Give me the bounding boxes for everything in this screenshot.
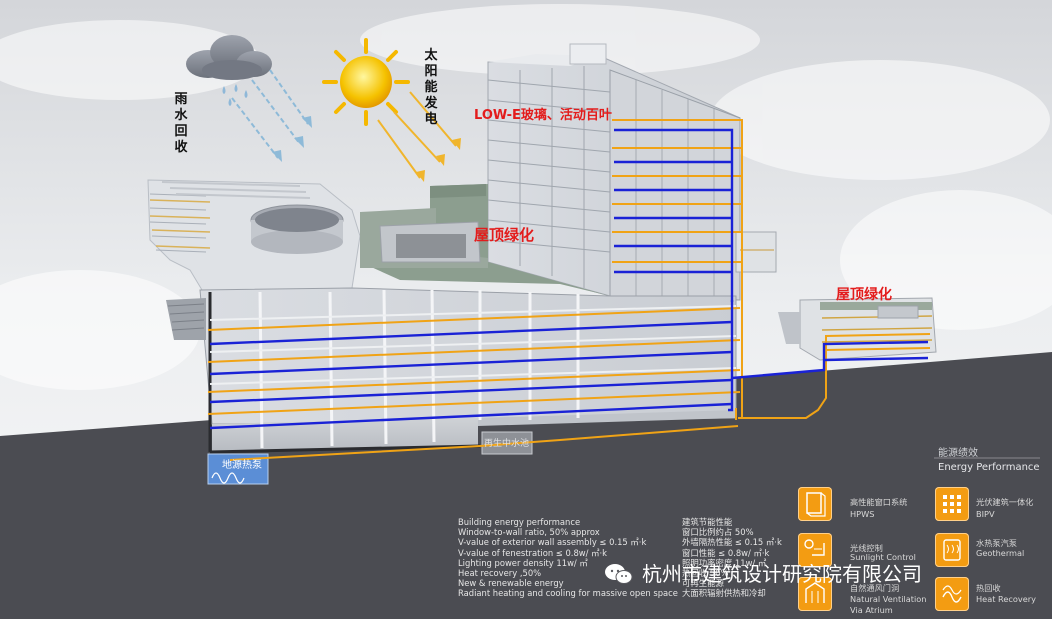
podium-section — [166, 287, 737, 454]
perf-cn-line: 照明功率密度 11w/ ㎡ — [682, 557, 767, 568]
feature-hpws-cn: 高性能窗口系统 — [850, 497, 908, 507]
pipes-blue — [209, 128, 929, 430]
perf-cn-line: 外墙隔热性能 ≤ 0.15 ㎡·k — [682, 537, 782, 548]
performance-list-en: Building energy performance Window-to-wa… — [458, 517, 678, 599]
feature-ventilation-en2: Via Atrium — [850, 605, 893, 615]
roof-greening-pavilion-label: 屋顶绿化 — [836, 287, 892, 303]
recycled-water-pool-label: 再生中水池 — [484, 439, 530, 449]
feature-bipv-en: BIPV — [976, 509, 995, 519]
feature-geothermal-cn: 水热泵汽泵 — [976, 538, 1017, 548]
ground-source-pump-label: 地源热泵 — [222, 460, 262, 471]
window-icon — [798, 487, 832, 521]
perf-cn-line: 建筑节能性能 — [682, 517, 733, 527]
feature-sunlight-cn: 光线控制 — [850, 543, 883, 553]
office-tower — [487, 43, 777, 301]
perf-cn-line: 热回收 50% — [682, 568, 729, 579]
perf-cn-line: 窗口比例约占 50% — [682, 527, 754, 538]
rain-cloud-icon — [186, 35, 272, 106]
energy-title-cn: 能源绩效 — [938, 448, 978, 459]
perf-cn-line: 大面积辐射供热和冷却 — [682, 588, 766, 599]
heat-recovery-icon — [935, 577, 969, 611]
perf-cn-line: 可再生能源 — [682, 578, 724, 589]
geothermal-icon — [935, 533, 969, 567]
clouds — [0, 4, 1052, 390]
perf-en-line: Heat recovery ,50% — [458, 568, 542, 579]
solar-power-label: 太阳能发电 — [424, 48, 438, 127]
perf-en-line: Window-to-wall ratio, 50% approx — [458, 527, 600, 538]
roof-greening-main-label: 屋顶绿化 — [474, 226, 535, 244]
pv-grid-icon — [935, 487, 969, 521]
feature-heat-recovery-en: Heat Recovery — [976, 594, 1036, 604]
performance-list-cn: 建筑节能性能 窗口比例约占 50% 外墙隔热性能 ≤ 0.15 ㎡·k 窗口性能… — [682, 517, 782, 599]
perf-en-line: New & renewable energy — [458, 578, 564, 589]
west-wing — [147, 179, 361, 297]
sun-rays-arrows-icon — [377, 91, 457, 179]
sun-icon — [322, 38, 410, 126]
perf-cn-line: 窗口性能 ≤ 0.8w/ ㎡·k — [682, 547, 770, 558]
perf-en-line: Radiant heating and cooling for massive … — [458, 588, 678, 599]
pump-wave-icon — [211, 472, 245, 484]
feature-ventilation-cn: 自然通风门洞 — [850, 583, 900, 593]
energy-title-en: Energy Performance — [938, 462, 1040, 473]
feature-sunlight-en: Sunlight Control — [850, 552, 916, 562]
feature-hpws-en: HPWS — [850, 509, 875, 519]
perf-en-line: Building energy performance — [458, 517, 581, 527]
wechat-icon — [605, 564, 633, 584]
rain-arrows-icon — [231, 69, 309, 159]
watermark-text: 杭州市建筑设计研究院有限公司 — [642, 562, 922, 586]
lowe-glass-louver-label: LOW-E玻璃、活动百叶 — [474, 108, 612, 123]
feature-ventilation-en: Natural Ventilation — [850, 594, 927, 604]
perf-en-line: Lighting power density 11w/ ㎡ — [458, 557, 588, 568]
feature-bipv-cn: 光伏建筑一体化 — [976, 497, 1034, 507]
feature-heat-recovery-cn: 热回收 — [976, 583, 1001, 593]
ventilation-icon — [798, 577, 832, 611]
pipes-orange — [207, 119, 931, 461]
sun-control-icon — [798, 533, 832, 567]
perf-en-line: V-value of exterior wall assembly ≤ 0.15… — [458, 537, 647, 548]
rain-recycling-label: 雨水回收 — [174, 92, 188, 155]
central-roof — [360, 184, 610, 296]
feature-geothermal-en: Geothermal — [976, 548, 1025, 558]
perf-en-line: V-value of fenestration ≤ 0.8w/ ㎡·k — [458, 547, 608, 558]
